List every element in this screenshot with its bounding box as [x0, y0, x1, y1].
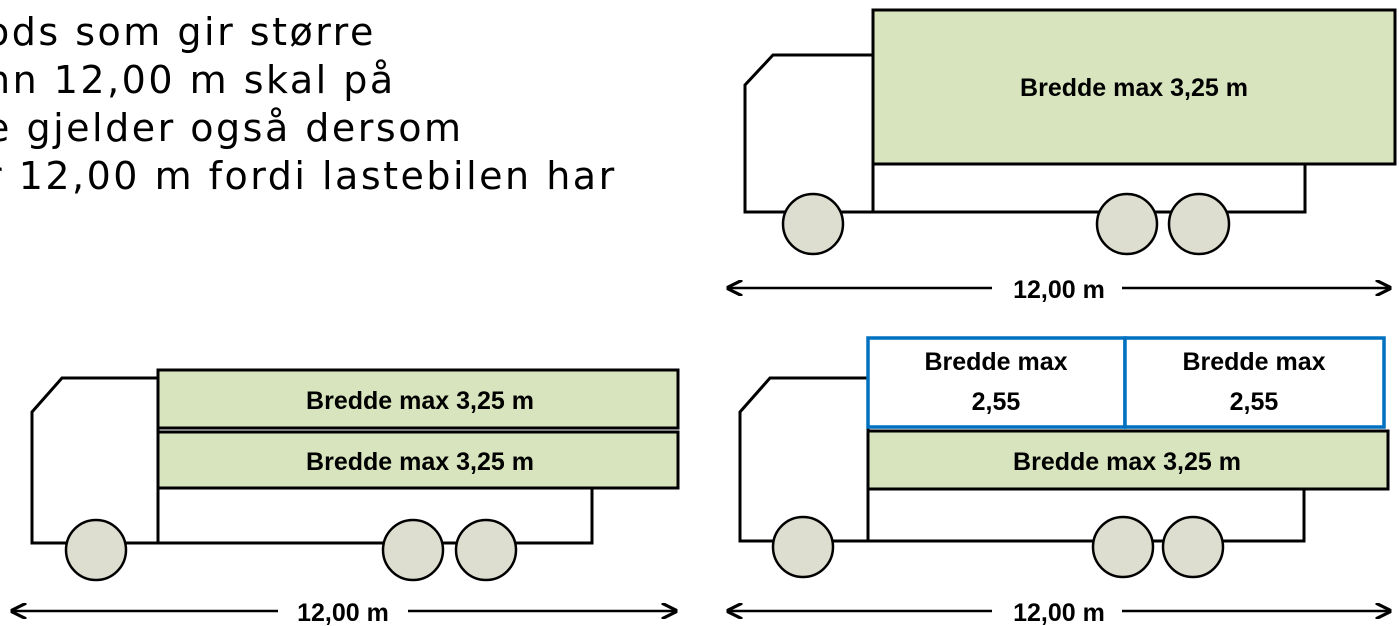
- truck-bottom-left: Bredde max 3,25 m Bredde max 3,25 m 12,0…: [12, 368, 680, 626]
- truck-top-right: Bredde max 3,25 m 12,00 m: [728, 8, 1397, 304]
- text-line-2: nn 12,00 m skal på: [0, 58, 396, 102]
- truck-chassis: [871, 162, 1307, 214]
- cargo-box: [871, 8, 1397, 166]
- rear-wheel: [454, 518, 518, 582]
- text-line-3: e gjelder også dersom: [0, 106, 464, 150]
- cargo-label-upper: Bredde max 3,25 m: [306, 387, 534, 415]
- length-label: 12,00 m: [1013, 276, 1105, 304]
- rear-wheel: [1161, 515, 1225, 579]
- cargo-box-lower: [156, 430, 680, 490]
- cargo-box-wide: [866, 429, 1390, 491]
- narrow-label-left-line2: 2,55: [972, 388, 1021, 416]
- truck-bottom-right: Bredde max 2,55 Bredde max 2,55 Bredde m…: [728, 336, 1390, 626]
- front-wheel: [64, 518, 128, 582]
- rear-wheel: [1095, 192, 1159, 256]
- description-text: ods som gir større nn 12,00 m skal på e …: [0, 8, 706, 200]
- text-line-4: r 12,00 m fordi lastebilen har: [0, 154, 617, 198]
- cargo-label: Bredde max 3,25 m: [1020, 74, 1248, 102]
- narrow-label-right-line2: 2,55: [1230, 388, 1279, 416]
- cargo-box-narrow-right: [1123, 336, 1386, 429]
- cargo-label-lower: Bredde max 3,25 m: [306, 448, 534, 476]
- length-label: 12,00 m: [1013, 599, 1105, 626]
- cargo-box-upper: [156, 368, 680, 430]
- cargo-label-wide: Bredde max 3,25 m: [1013, 448, 1241, 476]
- text-line-1: ods som gir større: [0, 10, 376, 54]
- narrow-label-right-line1: Bredde max: [1182, 348, 1325, 376]
- rear-wheel: [1167, 192, 1231, 256]
- front-wheel: [781, 192, 845, 256]
- truck-chassis: [866, 486, 1306, 543]
- cargo-box-narrow-left: [866, 336, 1127, 429]
- front-wheel: [771, 515, 835, 579]
- truck-cab: [743, 53, 875, 214]
- truck-chassis: [156, 486, 594, 545]
- length-label: 12,00 m: [297, 599, 389, 626]
- rear-wheel: [381, 518, 445, 582]
- narrow-label-left-line1: Bredde max: [924, 348, 1067, 376]
- rear-wheel: [1091, 515, 1155, 579]
- truck-cab: [30, 376, 160, 545]
